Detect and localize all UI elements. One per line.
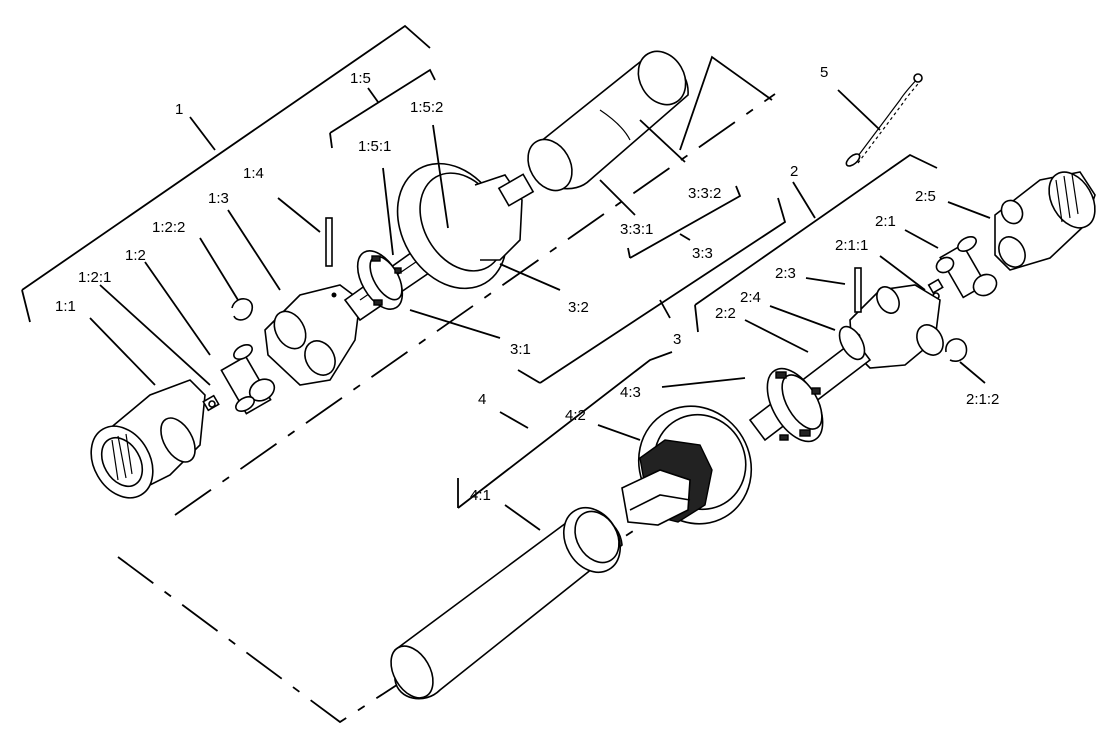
guard-cone-4-2 [621, 405, 753, 526]
group-bracket-3-3 [627, 185, 742, 259]
label-3: 3 [673, 331, 681, 348]
label-3-3-2: 3:3:2 [688, 185, 721, 202]
guard-cone-1-5-2 [396, 162, 535, 290]
label-4-2: 4:2 [565, 407, 586, 424]
label-2-2: 2:2 [715, 305, 736, 322]
group-bracket-3 [517, 55, 787, 384]
label-1-2: 1:2 [125, 247, 146, 264]
label-4: 4 [478, 391, 486, 408]
axis-line-upper [174, 93, 776, 516]
label-1-2-2: 1:2:2 [152, 219, 185, 236]
circlip-2-1-2 [945, 338, 968, 362]
label-1-4: 1:4 [243, 165, 264, 182]
cross-journal-1-2 [220, 343, 276, 415]
label-2-1-1: 2:1:1 [835, 237, 868, 254]
label-2-3: 2:3 [775, 265, 796, 282]
label-1-2-1: 1:2:1 [78, 269, 111, 286]
label-2-1: 2:1 [875, 213, 896, 230]
yoke-part-2-5 [994, 171, 1096, 271]
group-bracket-1-5 [329, 68, 436, 149]
part-labels: 1 1:1 1:2 1:2:1 1:2:2 1:3 1:4 1:5 1:5:1 … [55, 64, 999, 504]
label-3-2: 3:2 [568, 299, 589, 316]
circlip-1-2-2 [231, 298, 253, 321]
guard-tube-3-3-1 [527, 50, 689, 192]
yoke-part-1-1 [90, 379, 206, 499]
bearing-ring-4-3 [766, 367, 824, 443]
label-2-1-2: 2:1:2 [966, 391, 999, 408]
label-1-5: 1:5 [350, 70, 371, 87]
label-4-3: 4:3 [620, 384, 641, 401]
label-2-5: 2:5 [915, 188, 936, 205]
inner-yoke-2-2 [849, 284, 944, 369]
cross-journal-2-1 [935, 235, 998, 299]
pin-1-4 [325, 217, 337, 298]
label-2-4: 2:4 [740, 289, 761, 306]
label-1: 1 [175, 101, 183, 118]
inner-yoke-1-3 [264, 284, 361, 386]
label-1-5-2: 1:5:2 [410, 99, 443, 116]
label-1-5-1: 1:5:1 [358, 138, 391, 155]
grease-nipple-1-2-1 [202, 394, 220, 412]
group-bracket-1 [21, 24, 431, 323]
label-1-1: 1:1 [55, 298, 76, 315]
label-4-1: 4:1 [470, 487, 491, 504]
label-1-3: 1:3 [208, 190, 229, 207]
label-3-3: 3:3 [692, 245, 713, 262]
label-2: 2 [790, 163, 798, 180]
group-bracket-4 [457, 351, 673, 509]
guard-tube-4-1 [390, 507, 623, 700]
label-3-3-1: 3:3:1 [620, 221, 653, 238]
safety-chain-5 [845, 73, 923, 167]
bearing-ring-1-5-1 [356, 250, 404, 310]
label-3-1: 3:1 [510, 341, 531, 358]
leader-lines [89, 87, 991, 531]
label-5: 5 [820, 64, 828, 81]
group-bracket-2 [694, 153, 938, 333]
